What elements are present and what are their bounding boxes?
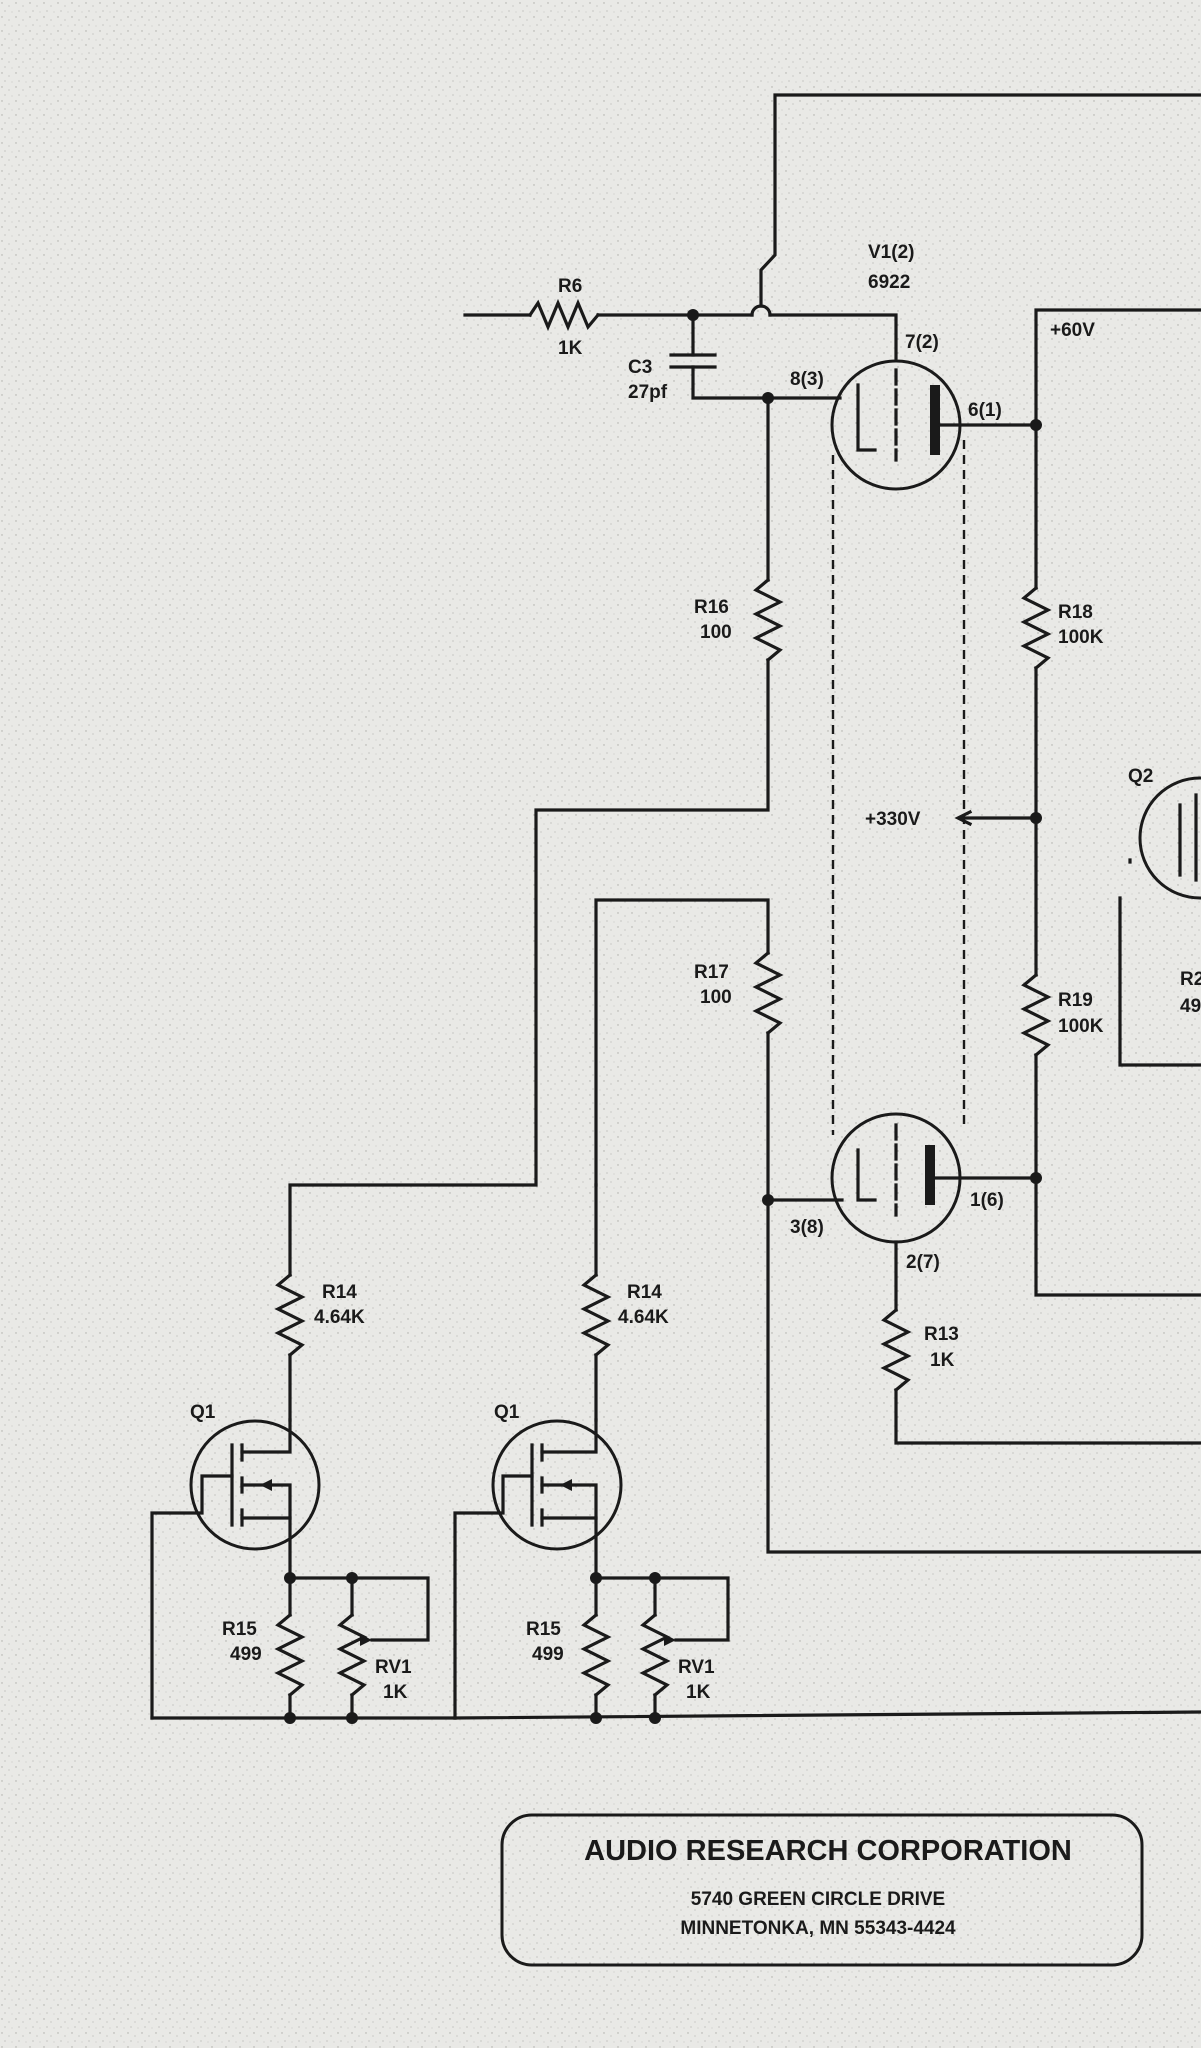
address-line2: MINNETONKA, MN 55343-4424 <box>680 1918 956 1939</box>
label-rv1-left-ref: RV1 <box>375 1657 412 1678</box>
junction-dot <box>649 1712 661 1724</box>
label-r15-right-ref: R15 <box>526 1619 561 1640</box>
resistor-r14-left <box>274 1272 306 1358</box>
label-c3-ref: C3 <box>628 357 652 378</box>
potentiometer-rv1-left <box>336 1612 368 1698</box>
label-q1-right: Q1 <box>494 1402 520 1423</box>
label-r15-left-value: 499 <box>230 1644 262 1665</box>
label-r15-left-ref: R15 <box>222 1619 257 1640</box>
resistor-r15-right <box>580 1612 612 1698</box>
label-c3-value: 27pf <box>628 382 668 403</box>
plate-load-chain <box>954 423 1201 1297</box>
label-r16-ref: R16 <box>694 597 729 618</box>
label-r16-value: 100 <box>700 622 732 643</box>
resistor-r13 <box>880 1307 912 1393</box>
arrow-330v <box>954 809 973 827</box>
rail-plus60: +60V <box>1050 320 1095 341</box>
label-r18-value: 100K <box>1058 627 1104 648</box>
label-r19-ref: R19 <box>1058 990 1093 1011</box>
r16-chain <box>288 396 784 1277</box>
pin-v1-bot-cathode: 2(7) <box>906 1252 940 1273</box>
address-line1: 5740 GREEN CIRCLE DRIVE <box>691 1889 945 1910</box>
junction-dot <box>346 1712 358 1724</box>
label-r17-value: 100 <box>700 987 732 1008</box>
resistor-r17 <box>752 950 784 1036</box>
label-r18-ref: R18 <box>1058 602 1093 623</box>
label-q1-left: Q1 <box>190 1402 216 1423</box>
company-name: AUDIO RESEARCH CORPORATION <box>584 1835 1072 1867</box>
stage-left <box>150 1272 457 1724</box>
pin-v1-top-grid: 8(3) <box>790 369 824 390</box>
resistor-r16 <box>752 577 784 663</box>
stage-right <box>453 1272 1201 1724</box>
resistor-r15-left <box>274 1612 306 1698</box>
label-r14-right-ref: R14 <box>627 1282 662 1303</box>
resistor-r19 <box>1020 972 1052 1058</box>
label-v1-type: 6922 <box>868 272 910 293</box>
transistor-q2-partial <box>1118 776 1201 1067</box>
pin-v1-bot-grid: 3(8) <box>790 1217 824 1238</box>
label-r6-ref: R6 <box>558 276 582 297</box>
label-q2-ref: Q2 <box>1128 766 1153 787</box>
rail-plus330: +330V <box>865 809 921 830</box>
input-section <box>463 93 1201 427</box>
resistor-r6 <box>527 298 601 332</box>
r17-chain <box>594 898 1201 1554</box>
label-partial-value: 49 <box>1180 996 1201 1017</box>
resistor-r18 <box>1020 585 1052 671</box>
label-rv1-right-ref: RV1 <box>678 1657 715 1678</box>
label-r15-right-value: 499 <box>532 1644 564 1665</box>
label-r17-ref: R17 <box>694 962 729 983</box>
resistor-r14-right <box>580 1272 612 1358</box>
triode-v1-bottom <box>830 1112 1201 1445</box>
label-r6-value: 1K <box>558 338 583 359</box>
junction-dot <box>284 1712 296 1724</box>
company-footer: AUDIO RESEARCH CORPORATION 5740 GREEN CI… <box>500 1813 1144 1967</box>
label-v1-ref: V1(2) <box>868 242 914 263</box>
junction-dot <box>590 1712 602 1724</box>
pin-v1-bot-plate: 1(6) <box>970 1190 1004 1211</box>
label-r14-left-ref: R14 <box>322 1282 357 1303</box>
label-r14-left-value: 4.64K <box>314 1307 365 1328</box>
triode-v1-top <box>766 359 1042 491</box>
label-rv1-right-value: 1K <box>686 1682 711 1703</box>
pin-v1-top-plate: 6(1) <box>968 400 1002 421</box>
label-r13-value: 1K <box>930 1350 955 1371</box>
label-rv1-left-value: 1K <box>383 1682 408 1703</box>
label-r19-value: 100K <box>1058 1016 1104 1037</box>
pin-v1-top-plate-pin: 7(2) <box>905 332 939 353</box>
label-partial-ref: R2 <box>1180 969 1201 990</box>
potentiometer-rv1-right <box>639 1612 671 1698</box>
label-r14-right-value: 4.64K <box>618 1307 669 1328</box>
label-r13-ref: R13 <box>924 1324 959 1345</box>
